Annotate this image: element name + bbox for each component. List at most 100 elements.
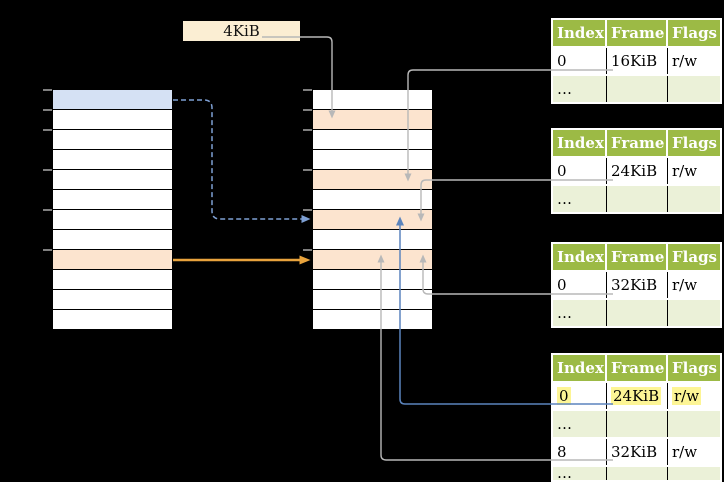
tick-mark [43,169,52,171]
frame-table-cell: … [553,467,607,480]
page-table-entry [313,90,432,110]
frame-table-row: … [553,300,720,326]
frame-table-cell [668,186,720,212]
frame-table-cell: … [553,411,607,437]
column-header: Flags [672,134,717,152]
page-table-entry [313,230,432,250]
column-header: Flags [672,24,717,42]
tick-mark [303,169,312,171]
page-table-entry [53,310,172,329]
column-header: Index [553,355,607,381]
frame-table-cell: r/w [668,439,720,465]
tick-mark [43,89,52,91]
cell-text: … [557,415,572,433]
frame-table-row: … [553,411,720,439]
page-table-entry [313,150,432,170]
column-header: Frame [607,244,668,270]
page-table-entry [313,270,432,290]
page-table-middle [312,89,433,330]
frame-table-cell: 16KiB [607,48,668,74]
frame-table-row: 0 24KiB r/w [553,383,720,411]
page-table-entry [53,110,172,130]
frame-table-cell: … [553,76,607,102]
cell-text: … [557,80,572,98]
cell-text: r/w [672,276,698,294]
frame-table-cell: r/w [668,383,720,409]
cell-text: 8 [557,443,567,461]
tick-mark [303,109,312,111]
frame-table-cell: 0 [553,272,607,298]
page-table-entry [53,150,172,170]
frame-table-cell: 8 [553,439,607,465]
tick-mark [43,249,52,251]
column-header: Frame [607,20,668,46]
cell-text: … [557,190,572,208]
cell-text: 32KiB [611,443,658,461]
frame-table-cell: 24KiB [607,383,668,409]
frame-table-row: … [553,467,720,480]
frame-table-row: 8 32KiB r/w [553,439,720,467]
tick-mark [43,109,52,111]
column-header: Index [553,20,607,46]
tick-mark [303,89,312,91]
column-header: Frame [607,355,668,381]
tick-mark [43,129,52,131]
cell-text: 0 [557,52,567,70]
frame-table-cell: 0 [553,48,607,74]
tick-mark [303,129,312,131]
frame-table-cell [607,300,668,326]
column-header: Index [553,130,607,156]
page-table-entry [53,270,172,290]
page-table-entry [53,190,172,210]
page-table-entry [313,290,432,310]
page-table-entry [53,210,172,230]
cell-text: r/w [672,52,698,70]
frame-table-cell: 32KiB [607,439,668,465]
frame-table-cell: … [553,186,607,212]
page-size-label: 4KiB [183,21,300,41]
tick-mark [43,209,52,211]
frame-table-cell: r/w [668,48,720,74]
cell-text: 0 [557,387,571,405]
cell-text: 24KiB [611,387,662,405]
frame-table-cell: 24KiB [607,158,668,184]
frame-table-cell: 32KiB [607,272,668,298]
page-table-entry [53,230,172,250]
frame-table-cell: r/w [668,272,720,298]
frame-table-row: … [553,76,720,102]
page-table-entry [313,130,432,150]
page-table-entry [53,250,172,270]
cell-text: 32KiB [611,276,658,294]
page-table-entry [313,110,432,130]
tick-mark [303,209,312,211]
frame-table-cell [607,467,668,480]
page-table-entry [313,310,432,329]
cell-text: … [557,467,572,480]
cell-text: 0 [557,276,567,294]
cell-text: 0 [557,162,567,180]
page-table-entry [313,210,432,230]
frame-table-cell [668,411,720,437]
frame-table-cell [668,300,720,326]
frame-table-cell [668,76,720,102]
page-table-entry [313,190,432,210]
cell-text: 16KiB [611,52,658,70]
column-header: Flags [672,248,717,266]
page-table-entry [53,130,172,150]
page-table-left [52,89,173,330]
cell-text: r/w [672,387,702,405]
page-table-entry [313,250,432,270]
cell-text: 24KiB [611,162,658,180]
cell-text: … [557,304,572,322]
page-table-entry [53,290,172,310]
column-header: Index [553,244,607,270]
